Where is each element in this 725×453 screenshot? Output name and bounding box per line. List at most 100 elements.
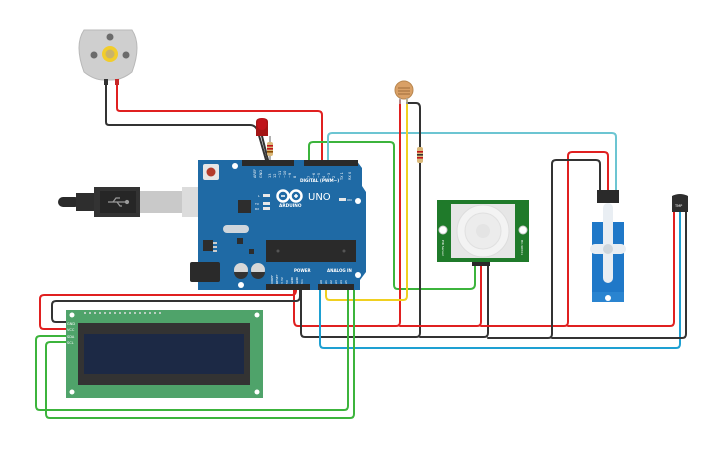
motor-screw-icon [106,33,114,41]
motor-screw-icon [90,51,98,59]
pin-label: 4 [322,175,326,178]
lcd-pin-row [84,312,161,314]
temperature-sensor[interactable]: TMP [672,194,688,212]
power-pin-header[interactable] [266,284,310,290]
dc-motor[interactable] [78,29,138,85]
analog-pin-header[interactable] [318,284,354,290]
aref-label: AREF [253,169,257,178]
mounting-hole [238,282,244,288]
photoresistor[interactable] [394,80,414,104]
power-pin-labels: IOREF RESET 3.3V 5V GND GND Vin [270,274,304,284]
svg-text:IOREF: IOREF [270,275,274,284]
svg-text:A3: A3 [334,280,338,284]
motor-gear-icon [102,46,118,62]
wire-servo-ground[interactable] [487,159,601,339]
svg-text:ON: ON [347,198,352,202]
motor-screw-icon [122,51,130,59]
usb-icon [108,197,130,207]
svg-text:GND: GND [290,276,294,284]
tmp-label: TMP [674,204,682,208]
analog-pin-labels: A0 A1 A2 A3 A4 A5 [319,280,348,284]
pin-label: TX 1 [340,172,344,181]
svg-text:SDA: SDA [67,335,75,339]
led-resistor[interactable] [267,136,273,160]
voltage-regulator [203,240,213,251]
svg-text:3.3V: 3.3V [280,276,284,284]
svg-text:Vin: Vin [300,279,304,284]
capacitor [251,263,265,279]
arduino-logo-icon [276,189,303,203]
servo-connector [597,190,619,203]
wire-temp-signal[interactable] [319,211,681,349]
power-header-label: POWER [294,268,311,273]
svg-text:VCC: VCC [67,328,75,332]
svg-text:TX: TX [254,202,259,206]
arduino-brand-label: ARDUINO [279,203,302,209]
pin-label: ~3 [327,173,331,178]
svg-text:GND: GND [67,322,75,326]
mounting-hole [232,163,238,169]
wire-pir-signal[interactable] [308,141,476,290]
svg-text:GND: GND [295,276,299,284]
svg-text:RX: RX [255,207,259,211]
svg-text:A5: A5 [344,280,348,284]
pin-label: ~10 [283,171,287,178]
lcd-display[interactable]: GND VCC SDA SCL [66,310,263,398]
pin-label: ~5 [317,173,321,178]
svg-text:A4: A4 [339,280,343,284]
pir-label: PIR Sensor [441,240,445,257]
digital-header-label: DIGITAL (PWM~) [300,178,339,183]
wire-motor-ground[interactable] [105,84,267,161]
wire-led-ground[interactable] [261,135,269,161]
wire-temp-power[interactable] [567,211,675,327]
svg-text:RESET: RESET [275,274,279,284]
onboard-leds: L TX RX ON [254,194,352,211]
reset-button[interactable] [203,164,219,180]
pir-model-label: HC-SR501 [520,240,524,255]
digital-pin-header[interactable] [242,160,358,166]
wire-temp-ground[interactable] [551,211,687,339]
dc-power-jack[interactable] [190,262,220,282]
pin-label: 8 [293,176,297,178]
gnd-label: GND [259,170,263,178]
pin-label: ~6 [312,173,316,178]
wires [35,84,687,419]
wire-servo-signal[interactable] [327,132,617,193]
wire-pir-power[interactable] [399,265,482,327]
pir-sensor[interactable]: PIR Sensor HC-SR501 [437,200,529,266]
atmega-chip [266,240,356,262]
wire-servo-power[interactable] [480,151,609,327]
pin-label: ~9 [288,173,292,178]
usb-cable[interactable] [58,187,202,217]
red-led[interactable] [256,118,268,136]
pin-label: 13 [268,174,272,178]
mounting-hole [355,198,361,204]
svg-text:A2: A2 [329,280,333,284]
wire-motor-power[interactable] [116,84,323,161]
digital-pin-labels: AREF GND 13 12 ~11 ~10 ~9 8 7 ~6 ~5 4 ~3… [253,169,352,183]
wire-photoresistor-signal[interactable] [325,99,408,301]
arduino-uno-board[interactable]: AREF GND 13 12 ~11 ~10 ~9 8 7 ~6 ~5 4 ~3… [190,160,366,290]
crystal-oscillator [223,225,249,233]
mounting-hole [355,272,361,278]
micro-servo[interactable] [590,190,626,302]
svg-text:A1: A1 [324,280,328,284]
wire-photoresistor-ground[interactable] [300,102,421,338]
wire-lcd-vcc[interactable] [39,289,297,330]
pin-label: RX 0 [348,172,352,180]
lcd-pin-labels: GND VCC SDA SCL [67,322,75,345]
lcd-screen [84,334,244,374]
wire-lcd-gnd[interactable] [51,289,301,323]
wire-pir-ground[interactable] [419,265,489,338]
wire-lcd-sda[interactable] [35,289,349,411]
usb-chip [238,200,251,213]
wire-lcd-scl[interactable] [45,289,355,419]
svg-text:SCL: SCL [67,341,74,345]
analog-header-label: ANALOG IN [327,268,352,273]
pin-label: ~11 [278,171,282,178]
arduino-model-label: UNO [308,192,331,203]
svg-text:5V: 5V [285,279,289,284]
servo-horn[interactable] [590,203,626,283]
photoresistor-resistor[interactable] [417,147,423,163]
